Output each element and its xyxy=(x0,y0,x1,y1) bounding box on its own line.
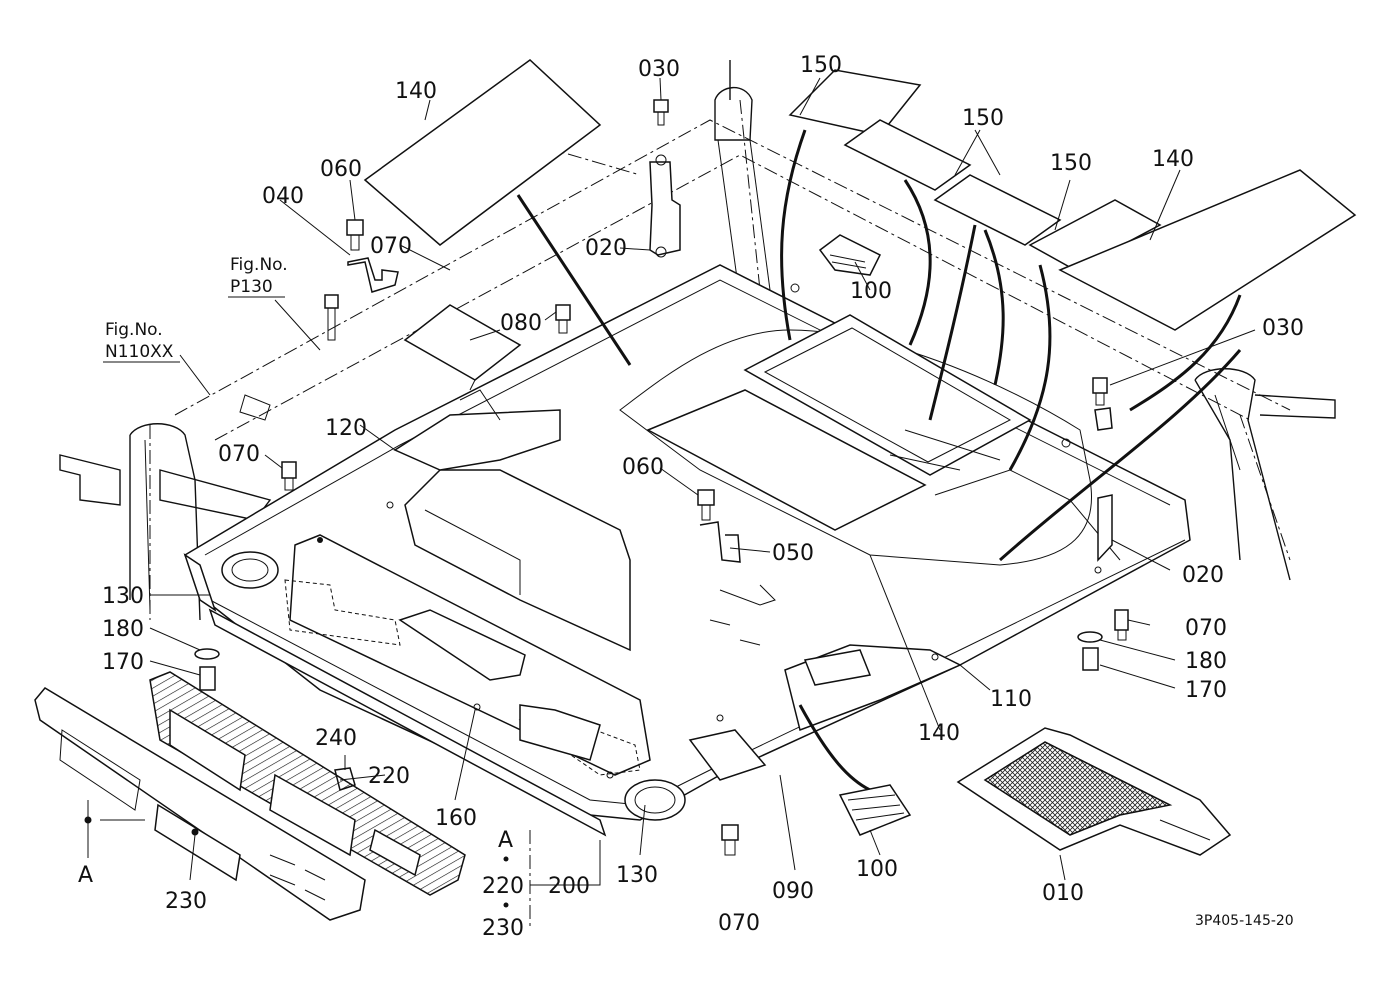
separator-dot xyxy=(503,902,509,908)
fig-ref-p130-line1: Fig.No. xyxy=(230,255,288,275)
bolt-070-left-b xyxy=(281,461,297,491)
bolt-070-bottom xyxy=(721,824,739,856)
callout-060: 060 xyxy=(320,157,362,182)
callout-060: 060 xyxy=(622,455,664,480)
callout-170: 170 xyxy=(1185,678,1227,703)
brackets xyxy=(347,154,1113,646)
nut-170-right xyxy=(1082,647,1099,671)
bolt-030-right xyxy=(1092,377,1108,406)
callout-070: 070 xyxy=(1185,616,1227,641)
callout-070: 070 xyxy=(218,442,260,467)
callout-labels: 140 030 150 150 150 140 060 040 070 020 … xyxy=(78,53,1304,941)
callout-230: 230 xyxy=(482,916,524,941)
fig-ref-n110xx-line1: Fig.No. xyxy=(105,320,163,340)
vent-100-upper xyxy=(818,234,882,276)
separator-dot xyxy=(503,856,509,862)
pad-150-b xyxy=(843,119,972,191)
bolt-030-top xyxy=(653,99,669,126)
ref-230-dot xyxy=(191,828,199,836)
callout-170: 170 xyxy=(102,650,144,675)
washer-180-left xyxy=(194,648,220,660)
callout-030: 030 xyxy=(638,57,680,82)
callout-240: 240 xyxy=(315,726,357,751)
front-panels xyxy=(34,671,466,921)
callout-150: 150 xyxy=(1050,151,1092,176)
callout-040: 040 xyxy=(262,184,304,209)
vent-100-lower xyxy=(838,784,912,836)
leader-lines xyxy=(87,77,1256,930)
callout-140: 140 xyxy=(1152,147,1194,172)
bracket-020-lower xyxy=(1097,494,1113,562)
pad-150-a xyxy=(788,69,922,136)
callout-130: 130 xyxy=(102,584,144,609)
callout-020: 020 xyxy=(585,236,627,261)
bolt-left-post xyxy=(324,294,339,341)
callout-070: 070 xyxy=(370,234,412,259)
callout-150: 150 xyxy=(800,53,842,78)
callout-070: 070 xyxy=(718,911,760,936)
callout-050: 050 xyxy=(772,541,814,566)
callout-180: 180 xyxy=(1185,649,1227,674)
callout-100: 100 xyxy=(850,279,892,304)
vent-100 xyxy=(818,234,912,836)
bracket-040 xyxy=(347,257,399,293)
callout-080: 080 xyxy=(500,311,542,336)
fig-ref-p130-line2: P130 xyxy=(230,277,273,297)
pad-150-c xyxy=(933,174,1062,246)
fig-ref-n110xx-line2: N110XX xyxy=(105,342,174,362)
callout-110: 110 xyxy=(990,687,1032,712)
ref-a-dot xyxy=(84,816,92,824)
callout-150: 150 xyxy=(962,106,1004,131)
callout-030: 030 xyxy=(1262,316,1304,341)
callout-ref-a: A xyxy=(498,828,513,853)
bolt-070-right xyxy=(1114,609,1129,641)
callout-220: 220 xyxy=(482,874,524,899)
callout-130: 130 xyxy=(616,863,658,888)
callout-160: 160 xyxy=(435,806,477,831)
callout-180: 180 xyxy=(102,617,144,642)
callout-230: 230 xyxy=(165,889,207,914)
callout-140: 140 xyxy=(918,721,960,746)
panel-230 xyxy=(34,687,366,921)
callout-ref-a: A xyxy=(78,863,93,888)
figure-references: Fig.No. P130 Fig.No. N110XX xyxy=(103,255,288,363)
drawing-code: 3P405-145-20 xyxy=(1195,913,1294,929)
cover-010 xyxy=(956,727,1232,856)
washer-180-right xyxy=(1077,631,1103,643)
callout-100: 100 xyxy=(856,857,898,882)
callout-140: 140 xyxy=(395,79,437,104)
pad-140-left xyxy=(363,59,602,246)
roof-headliner-090 xyxy=(183,264,1191,837)
callout-120: 120 xyxy=(325,416,367,441)
bracket-050 xyxy=(699,521,741,563)
callout-090: 090 xyxy=(772,879,814,904)
callout-220: 220 xyxy=(368,764,410,789)
bolt-060-left xyxy=(346,219,364,251)
assembly-arrows xyxy=(516,129,1242,792)
bracket-020-upper xyxy=(649,161,681,256)
insulation-pads xyxy=(363,59,1357,391)
callout-010: 010 xyxy=(1042,881,1084,906)
pad-150-d xyxy=(1028,199,1162,271)
pad-140-right xyxy=(1058,169,1357,331)
callout-200: 200 xyxy=(548,874,590,899)
nut-170-left xyxy=(199,666,216,691)
pad-080 xyxy=(403,304,522,381)
bolt-060-mid xyxy=(697,489,715,521)
bolt-070-left-a xyxy=(555,304,571,334)
ref-dot-mid xyxy=(317,537,323,543)
callout-020: 020 xyxy=(1182,563,1224,588)
